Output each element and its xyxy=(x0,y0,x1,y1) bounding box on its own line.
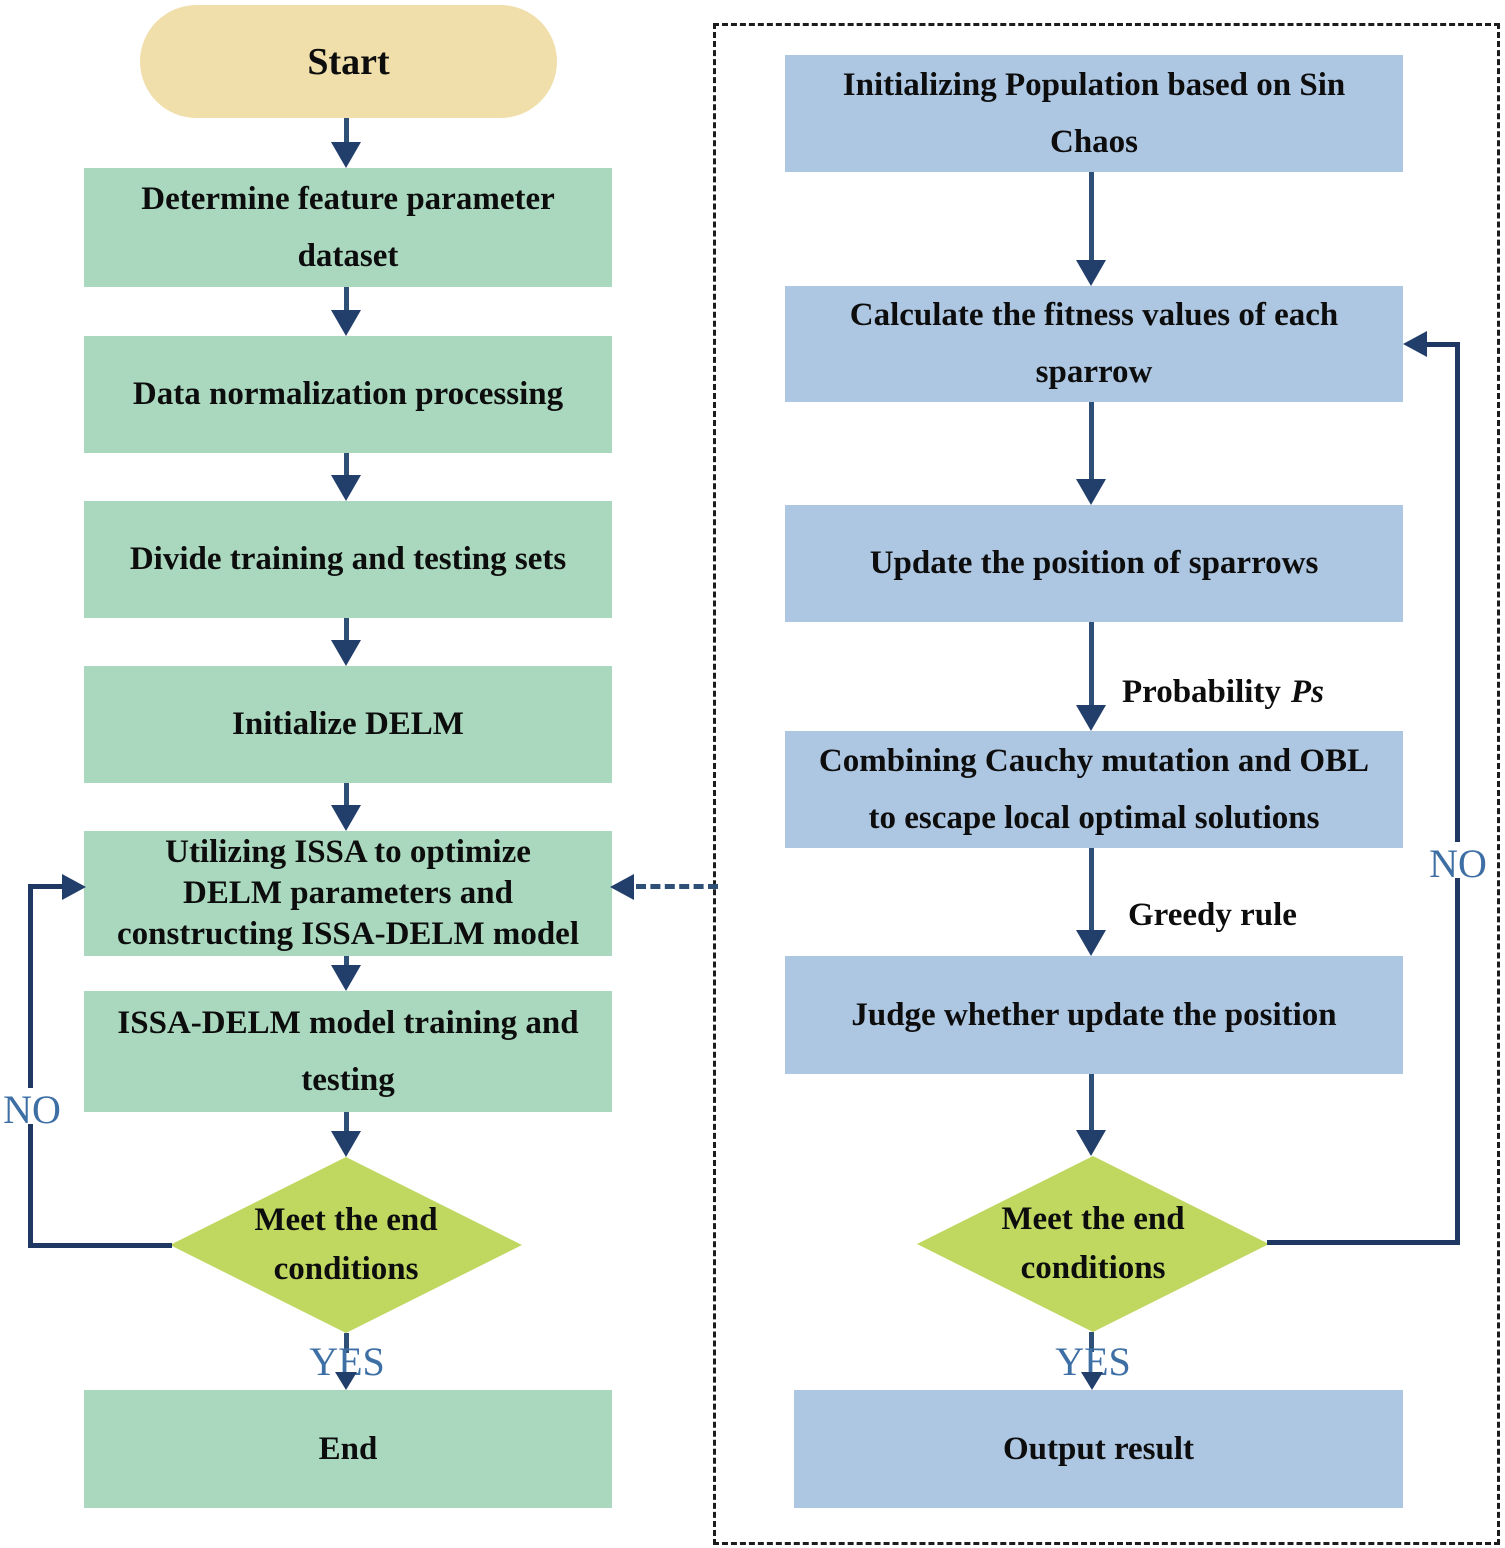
node-issa-delm-training: ISSA-DELM model training and testing xyxy=(84,991,612,1112)
arrow-b1-to-b2-stem xyxy=(344,287,349,314)
left-no-loop-vertical-lower xyxy=(28,1124,33,1248)
arrow-b4-to-b5-stem xyxy=(344,783,349,809)
arrow-r2-to-r3-head-icon xyxy=(1076,479,1106,505)
right-no-loop-bottom-line xyxy=(1267,1240,1460,1245)
node-utilizing-issa: Utilizing ISSA to optimize DELM paramete… xyxy=(84,831,612,956)
label-greedy-rule: Greedy rule xyxy=(1128,897,1297,933)
node-init-population-sin-chaos: Initializing Population based on Sin Cha… xyxy=(785,55,1403,172)
label-no-right: NO xyxy=(1429,841,1487,886)
node-judge-update-position: Judge whether update the position xyxy=(785,956,1403,1074)
right-no-loop-head-icon xyxy=(1403,331,1427,357)
node-start: Start xyxy=(140,5,557,118)
left-no-loop-top-line xyxy=(28,884,64,889)
arrow-decision-to-end-head-icon xyxy=(335,1372,357,1390)
decision-right-label: Meet the end conditions xyxy=(1001,1200,1185,1287)
decision-left-meet-end-conditions: Meet the end conditions xyxy=(170,1157,522,1333)
left-no-loop-head-icon xyxy=(62,874,86,900)
arrow-decision-to-output-stem xyxy=(1089,1332,1094,1352)
node-cauchy-obl: Combining Cauchy mutation and OBL to esc… xyxy=(785,731,1403,848)
arrow-b6-to-decision-head-icon xyxy=(331,1131,361,1157)
node-initialize-delm-label: Initialize DELM xyxy=(232,706,464,742)
arrow-b2-to-b3-stem xyxy=(344,453,349,479)
node-end-label: End xyxy=(318,1430,378,1467)
arrow-r1-to-r2-head-icon xyxy=(1076,260,1106,286)
left-no-loop-bottom-line xyxy=(30,1243,172,1248)
decision-left-label: Meet the end conditions xyxy=(254,1201,438,1288)
arrow-r2-to-r3-stem xyxy=(1089,402,1094,483)
arrow-r5-to-decision-stem xyxy=(1089,1074,1094,1136)
arrow-b3-to-b4-head-icon xyxy=(331,640,361,666)
node-update-sparrow-positions-label: Update the position of sparrows xyxy=(869,545,1319,581)
node-data-normalization: Data normalization processing xyxy=(84,336,612,453)
node-calc-fitness-label: Calculate the fitness values of each spa… xyxy=(849,297,1339,390)
node-data-normalization-label: Data normalization processing xyxy=(132,376,564,412)
node-determine-feature-dataset-label: Determine feature parameter dataset xyxy=(141,180,555,274)
dashed-link-head-icon xyxy=(610,874,634,900)
node-start-label: Start xyxy=(307,40,390,83)
node-output-result: Output result xyxy=(794,1390,1403,1508)
arrow-b1-to-b2-head-icon xyxy=(331,310,361,336)
label-probability-variable: Ps xyxy=(1290,674,1324,710)
node-divide-train-test-label: Divide training and testing sets xyxy=(129,541,567,577)
node-determine-feature-dataset: Determine feature parameter dataset xyxy=(84,168,612,287)
label-probability-text: Probability xyxy=(1122,674,1281,710)
arrow-b4-to-b5-head-icon xyxy=(331,805,361,831)
arrow-start-to-b1-stem xyxy=(344,118,349,146)
dashed-link-line xyxy=(636,884,718,889)
arrow-r3-to-r4-stem xyxy=(1089,622,1094,709)
right-no-loop-top-line xyxy=(1425,342,1460,347)
arrow-start-to-b1-head-icon xyxy=(331,142,361,168)
node-cauchy-obl-label: Combining Cauchy mutation and OBL to esc… xyxy=(818,742,1370,836)
arrow-b2-to-b3-head-icon xyxy=(331,475,361,501)
arrow-b5-to-b6-head-icon xyxy=(331,965,361,991)
arrow-r4-to-r5-head-icon xyxy=(1076,930,1106,956)
node-judge-update-position-label: Judge whether update the position xyxy=(851,996,1337,1033)
left-no-loop-vertical-upper xyxy=(28,886,33,1088)
label-no-left: NO xyxy=(3,1087,61,1132)
node-output-result-label: Output result xyxy=(1002,1430,1194,1467)
arrow-r3-to-r4-head-icon xyxy=(1076,705,1106,731)
arrow-b3-to-b4-stem xyxy=(344,618,349,644)
node-init-population-sin-chaos-label: Initializing Population based on Sin Cha… xyxy=(842,66,1346,160)
node-initialize-delm: Initialize DELM xyxy=(84,666,612,783)
arrow-decision-to-output-head-icon xyxy=(1081,1372,1103,1390)
arrow-b5-to-b6-stem xyxy=(344,956,349,969)
node-update-sparrow-positions: Update the position of sparrows xyxy=(785,505,1403,622)
right-no-loop-vertical-lower xyxy=(1455,878,1460,1245)
arrow-r4-to-r5-stem xyxy=(1089,848,1094,934)
node-issa-delm-training-label: ISSA-DELM model training and testing xyxy=(117,1004,579,1098)
arrow-r5-to-decision-head-icon xyxy=(1076,1130,1106,1156)
issa-subroutine-dashed-border xyxy=(713,23,1500,1545)
arrow-b6-to-decision-stem xyxy=(344,1112,349,1134)
node-utilizing-issa-label: Utilizing ISSA to optimize DELM paramete… xyxy=(116,834,580,952)
arrow-r1-to-r2-stem xyxy=(1089,172,1094,264)
arrow-decision-to-end-stem xyxy=(344,1333,349,1353)
node-calc-fitness: Calculate the fitness values of each spa… xyxy=(785,286,1403,402)
right-no-loop-vertical-upper xyxy=(1455,342,1460,842)
node-divide-train-test: Divide training and testing sets xyxy=(84,501,612,618)
node-end: End xyxy=(84,1390,612,1508)
